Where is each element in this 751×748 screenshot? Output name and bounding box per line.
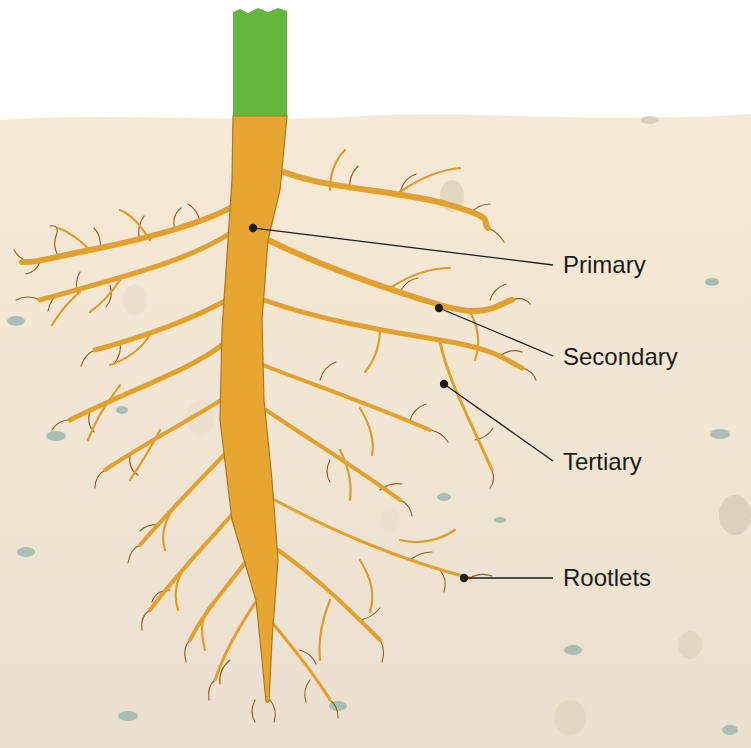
- part-label: Secondary: [563, 343, 678, 371]
- soil-stones: [7, 116, 751, 736]
- part-label: Primary: [563, 251, 646, 279]
- leader-lines: [250, 225, 554, 582]
- soil: [0, 114, 751, 748]
- stem: [233, 8, 287, 118]
- rootlets: [14, 166, 536, 722]
- part-label: Tertiary: [563, 448, 642, 476]
- primary-root: [220, 116, 287, 702]
- part-label: Rootlets: [563, 564, 651, 592]
